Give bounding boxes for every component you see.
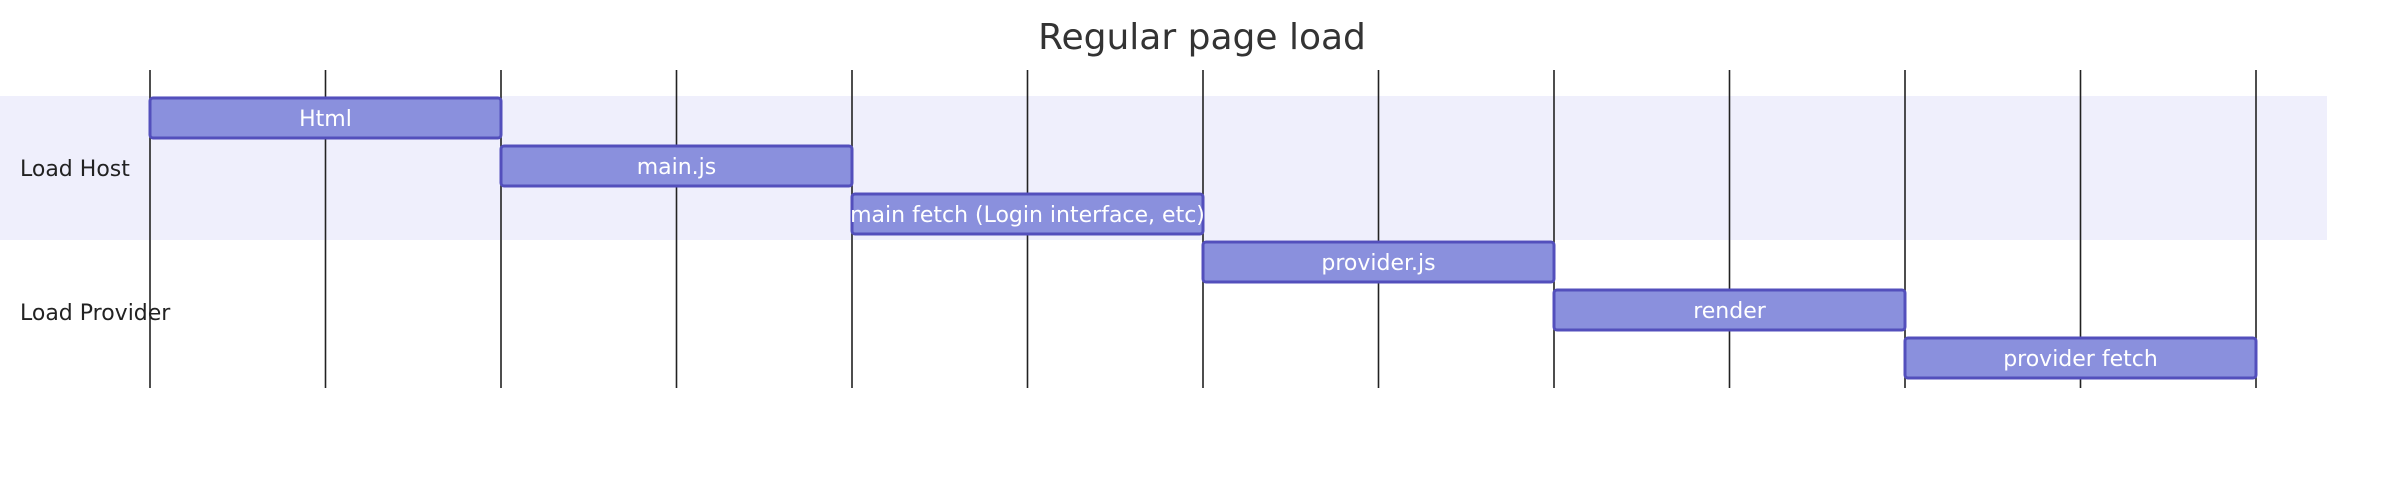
task-label: render — [1693, 299, 1767, 324]
task-bar — [1903, 336, 2258, 380]
task-label: provider.js — [1321, 251, 1435, 276]
section-label: Load Host — [20, 157, 130, 182]
task-label: Html — [299, 107, 352, 132]
section-label: Load Provider — [20, 301, 171, 326]
task-label: provider fetch — [2003, 347, 2158, 372]
chart-title: Regular page load — [1038, 17, 1366, 58]
section-bands — [0, 96, 2327, 384]
task-bar — [850, 192, 1205, 236]
task-label: main fetch (Login interface, etc) — [850, 203, 1205, 228]
task-bar — [148, 96, 503, 140]
task-label: main.js — [637, 155, 717, 180]
task-bar — [1552, 288, 1907, 332]
task-bars: Html main.js main fetch (Login interface, … — [148, 96, 2258, 380]
task-bar — [499, 144, 854, 188]
task-bar — [1201, 240, 1556, 284]
